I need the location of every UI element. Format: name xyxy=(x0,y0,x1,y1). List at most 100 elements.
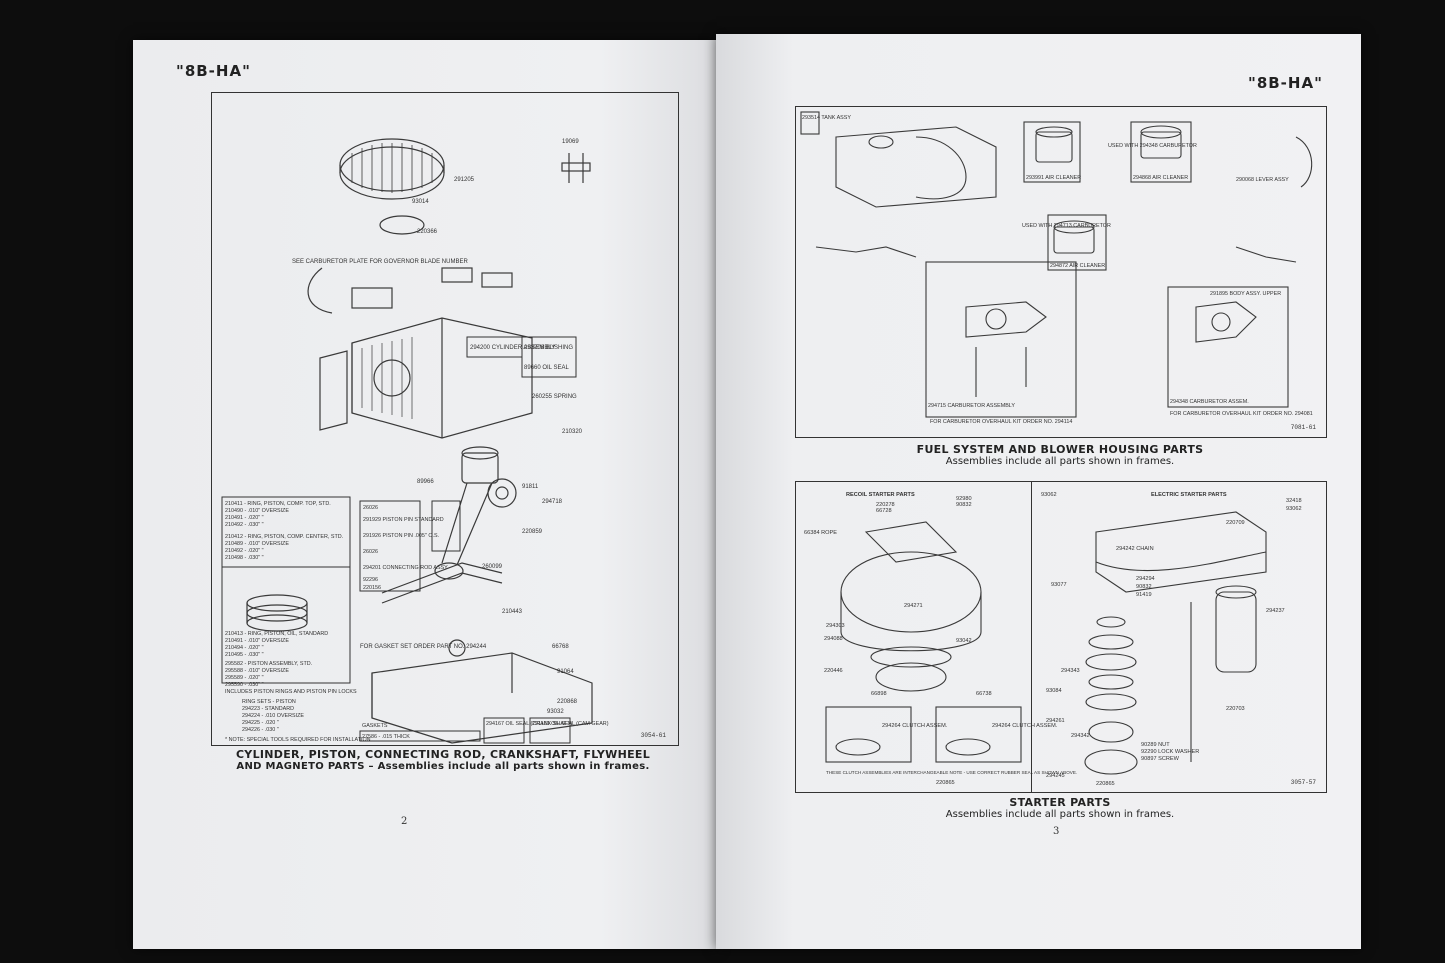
electric-callout: 91419 xyxy=(1136,592,1152,598)
ring-line: 210413 - RING, PISTON, OIL, STANDARD xyxy=(225,631,328,637)
electric-callout: 220709 xyxy=(1226,520,1245,526)
electric-callout: 93084 xyxy=(1046,688,1062,694)
ring-set-line: 294224 - .010 OVERSIZE xyxy=(242,713,304,719)
callout-91811: 91811 xyxy=(522,484,539,490)
electric-callout: 93062 xyxy=(1286,506,1302,512)
used-with-2: USED WITH 294713 CARBURETOR xyxy=(1022,223,1111,229)
engine-exploded-diagram: 19069 291205 93014 220366 SEE CARBURETOR… xyxy=(221,138,609,744)
caption-line-2: AND MAGNETO PARTS – Assemblies include a… xyxy=(236,761,650,772)
electric-callout: 220703 xyxy=(1226,706,1245,712)
callout-66768: 66768 xyxy=(552,644,569,650)
chain-label: 294242 CHAIN xyxy=(1116,546,1154,552)
callout-260099: 260099 xyxy=(482,564,503,570)
ring-set-line: 294226 - .030 " xyxy=(242,727,279,733)
callout-210320: 210320 xyxy=(562,429,583,435)
ring-line: 210498 - .030" " xyxy=(225,555,264,561)
conrod-line: 26026 xyxy=(363,505,378,511)
starter-caption-sub: Assemblies include all parts shown in fr… xyxy=(945,809,1175,820)
recoil-callout: 220446 xyxy=(824,668,843,674)
recoil-callout: 92980 xyxy=(956,496,972,502)
callout-93032: 93032 xyxy=(547,709,564,715)
callout-220868: 220868 xyxy=(557,699,578,705)
recoil-callout: 90832 xyxy=(956,502,972,508)
screw-label: 90897 SCREW xyxy=(1141,756,1180,762)
electric-callout: 294237 xyxy=(1266,608,1285,614)
starter-diagram: RECOIL STARTER PARTS ELECTRIC STARTER PA… xyxy=(804,492,1302,787)
ring-line: 210411 - RING, PISTON, COMP. TOP, STD. xyxy=(225,501,331,507)
left-page: "8B-HA" xyxy=(133,40,717,949)
page-header: "8B-HA" xyxy=(1248,74,1323,92)
fuel-system-diagram: 293514 TANK ASSY 293991 AIR CLEANER 2948… xyxy=(800,111,1313,425)
callout-294718: 294718 xyxy=(542,499,563,505)
ring-line: 295588 - .010" OVERSIZE xyxy=(225,668,289,674)
recoil-callout: 66898 xyxy=(871,691,887,697)
callout-220859: 220859 xyxy=(522,529,543,535)
ring-line: 210491 - .010" OVERSIZE xyxy=(225,638,289,644)
ring-set-line: 294225 - .020 " xyxy=(242,720,279,726)
fuel-caption-title: FUEL SYSTEM AND BLOWER HOUSING PARTS xyxy=(916,443,1204,456)
caption-line-1: CYLINDER, PISTON, CONNECTING ROD, CRANKS… xyxy=(235,748,651,761)
ring-line: 295589 - .020" " xyxy=(225,675,264,681)
electric-label: ELECTRIC STARTER PARTS xyxy=(1151,492,1227,498)
oil-seal-cam: 291160 OIL SEAL (CAM GEAR) xyxy=(532,721,609,727)
recoil-callout: 220865 xyxy=(936,780,955,786)
ring-line: 210489 - .010" OVERSIZE xyxy=(225,541,289,547)
electric-callout: 294294 xyxy=(1136,576,1155,582)
recoil-callout: 294303 xyxy=(826,623,845,629)
electric-callout: 32418 xyxy=(1286,498,1302,504)
conrod-line: 220156 xyxy=(363,585,381,591)
starter-frame: RECOIL STARTER PARTS ELECTRIC STARTER PA… xyxy=(795,481,1327,793)
electric-callout: 220865 xyxy=(1096,781,1115,787)
conrod-line: 291926 PISTON PIN .005" O.S. xyxy=(363,533,439,539)
fuel-caption: FUEL SYSTEM AND BLOWER HOUSING PARTS Ass… xyxy=(795,443,1325,467)
gasket-line: 27586 - .015 THICK xyxy=(362,734,410,740)
oil-seal-box: 89660 OIL SEAL xyxy=(524,365,569,371)
clutch-label-1: 294264 CLUTCH ASSEM. xyxy=(882,723,948,729)
conrod-line: 92296 xyxy=(363,577,378,583)
electric-callout: 294261 xyxy=(1046,718,1065,724)
ring-set-line: 294223 - STANDARD xyxy=(242,706,294,712)
starter-caption-title: STARTER PARTS xyxy=(1009,796,1111,809)
recoil-callout: 93042 xyxy=(956,638,972,644)
carb-kit-note: FOR CARBURETOR OVERHAUL KIT ORDER NO. 29… xyxy=(930,419,1072,425)
ring-line: 210494 - .020" " xyxy=(225,645,264,651)
electric-callout: 294342 xyxy=(1071,733,1090,739)
conrod-line: 294201 CONNECTING ROD ASSY xyxy=(363,565,448,571)
ring-line: 210495 - .030" " xyxy=(225,652,264,658)
callout-210443: 210443 xyxy=(502,609,523,615)
ring-line: 210490 - .010" OVERSIZE xyxy=(225,508,289,514)
ring-line: 210412 - RING, PISTON, COMP. CENTER, STD… xyxy=(225,534,343,540)
recoil-callout: 294088 xyxy=(824,636,843,642)
air-cleaner-1: 293991 AIR CLEANER xyxy=(1026,175,1081,181)
upper-body: 291895 BODY ASSY. UPPER xyxy=(1210,291,1281,297)
electric-callout: 294343 xyxy=(1061,668,1080,674)
electric-callout: 294245 xyxy=(1046,773,1065,779)
ring-line: 295582 - PISTON ASSEMBLY, STD. xyxy=(225,661,312,667)
oil-seal-crank: 294167 OIL SEAL (CRANK SHAFT) xyxy=(486,721,572,727)
ring-line: 295590 - .030" " xyxy=(225,682,264,688)
ring-line: 210492 - .030" " xyxy=(225,522,264,528)
callout-89966: 89966 xyxy=(417,479,434,485)
page-number: 3 xyxy=(1053,826,1060,837)
drawing-code: 3054-61 xyxy=(640,732,666,739)
conrod-line: 291929 PISTON PIN STANDARD xyxy=(363,517,444,523)
carb-kit-note-2: FOR CARBURETOR OVERHAUL KIT ORDER NO. 29… xyxy=(1170,411,1313,417)
ring-sets-title: RING SETS - PISTON xyxy=(242,699,296,705)
page-header: "8B-HA" xyxy=(176,62,251,80)
page-number: 2 xyxy=(401,816,408,827)
ring-line: 210492 - .020" " xyxy=(225,548,264,554)
gasket-note: FOR GASKET SET ORDER PART NO. 294244 xyxy=(360,644,487,650)
starter-divider xyxy=(1031,482,1032,792)
ring-line: 210491 - .020" " xyxy=(225,515,264,521)
clutch-label-2: 294264 CLUTCH ASSEM. xyxy=(992,723,1058,729)
nut-label: 90289 NUT xyxy=(1141,742,1170,748)
bushing-box: 293708 BUSHING xyxy=(524,345,573,351)
recoil-callout: 66738 xyxy=(976,691,992,697)
figure-caption: CYLINDER, PISTON, CONNECTING ROD, CRANKS… xyxy=(193,748,693,772)
electric-callout: 90832 xyxy=(1136,584,1152,590)
clutch-note: THESE CLUTCH ASSEMBLIES ARE INTERCHANGEA… xyxy=(826,770,1077,775)
recoil-label: RECOIL STARTER PARTS xyxy=(846,492,915,498)
recoil-callout: 66728 xyxy=(876,508,892,514)
carb-assembly: 294715 CARBURETOR ASSEMBLY xyxy=(928,403,1015,409)
drawing-code: 3057-57 xyxy=(1290,779,1316,786)
